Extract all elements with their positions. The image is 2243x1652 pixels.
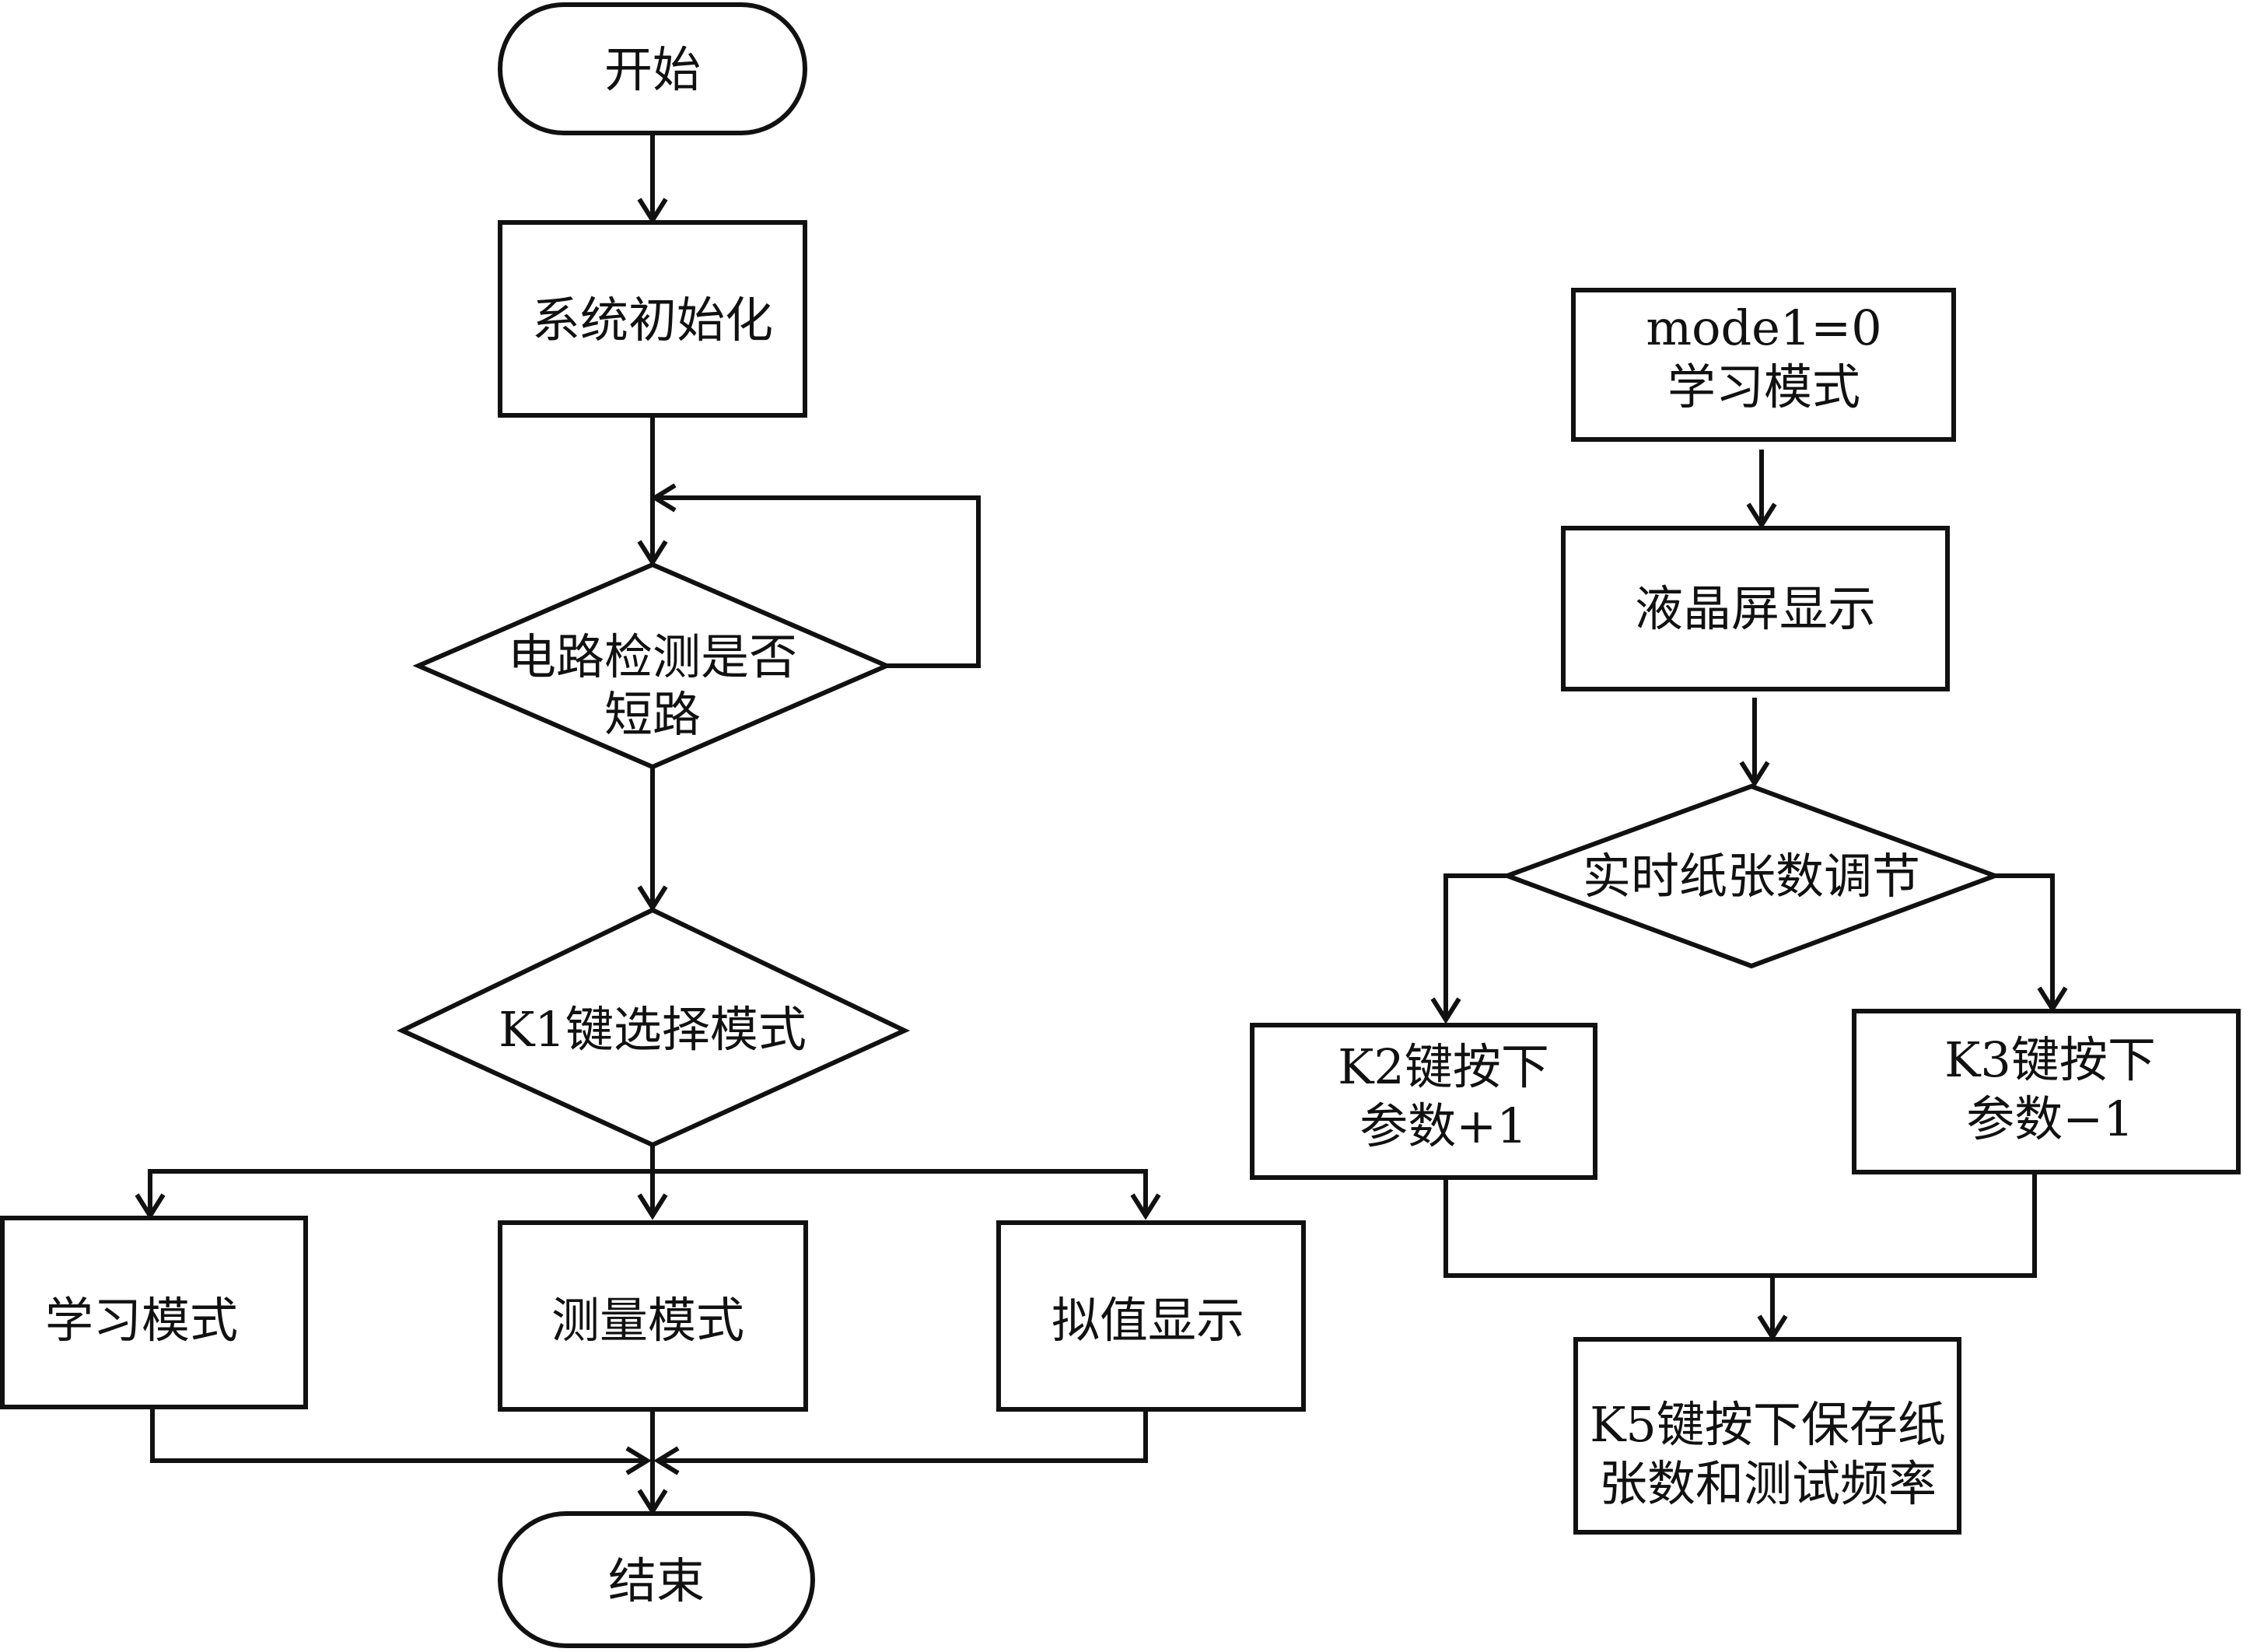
- k3-label-line1: K3键按下: [1944, 1031, 2156, 1088]
- init-node: 系统初始化: [498, 220, 807, 418]
- check-label-line1: 电路检测是否: [508, 628, 797, 685]
- k5-node: K5键按下保存纸 张数和测试频率: [1573, 1337, 1961, 1535]
- mode-node: mode1=0 学习模式: [1571, 288, 1956, 442]
- select-mode-node: K1键选择模式: [396, 907, 911, 1148]
- start-node: 开始: [498, 2, 807, 135]
- adjust-label: 实时纸张数调节: [1583, 848, 1920, 905]
- edge-k2k3-k5: [1443, 1172, 2037, 1342]
- init-label: 系统初始化: [532, 292, 773, 348]
- select-mode-label: K1键选择模式: [499, 1001, 807, 1058]
- edge-init-check: [637, 415, 668, 567]
- learn-mode-node: 学习模式: [0, 1216, 308, 1409]
- edge-check-select: [637, 767, 668, 912]
- k2-node: K2键按下 参数+1: [1250, 1023, 1597, 1180]
- edge-merge-end: [150, 1407, 1148, 1516]
- measure-mode-node: 测量模式: [498, 1220, 808, 1412]
- mode-label-line1: mode1=0: [1646, 299, 1881, 356]
- k2-label-line1: K2键按下: [1338, 1038, 1549, 1095]
- edge-check-loop: [650, 483, 981, 668]
- measure-mode-label: 测量模式: [551, 1292, 744, 1349]
- lcd-label: 液晶屏显示: [1635, 580, 1876, 637]
- check-node: 电路检测是否 短路: [412, 562, 893, 770]
- k2-label-line2: 参数+1: [1359, 1097, 1527, 1154]
- end-node: 结束: [498, 1511, 815, 1648]
- start-label: 开始: [604, 41, 701, 98]
- edge-start-init: [637, 133, 668, 225]
- fit-display-label: 拟值显示: [1052, 1292, 1244, 1349]
- edge-lcd-adjust: [1739, 698, 1770, 788]
- k5-label-line1: K5键按下保存纸: [1590, 1396, 1946, 1453]
- k5-label-line2: 张数和测试频率: [1599, 1455, 1937, 1512]
- end-label: 结束: [608, 1552, 705, 1609]
- edge-select-branches: [135, 1145, 1161, 1220]
- learn-mode-label: 学习模式: [45, 1292, 238, 1349]
- adjust-node: 实时纸张数调节: [1500, 783, 2002, 969]
- mode-label-line2: 学习模式: [1667, 359, 1860, 415]
- edge-mode-lcd: [1746, 450, 1777, 530]
- fit-display-node: 拟值显示: [996, 1220, 1306, 1412]
- lcd-node: 液晶屏显示: [1561, 526, 1950, 691]
- check-label-line2: 短路: [604, 686, 701, 743]
- k3-label-line2: 参数−1: [1966, 1090, 2133, 1147]
- k3-node: K3键按下 参数−1: [1852, 1009, 2241, 1174]
